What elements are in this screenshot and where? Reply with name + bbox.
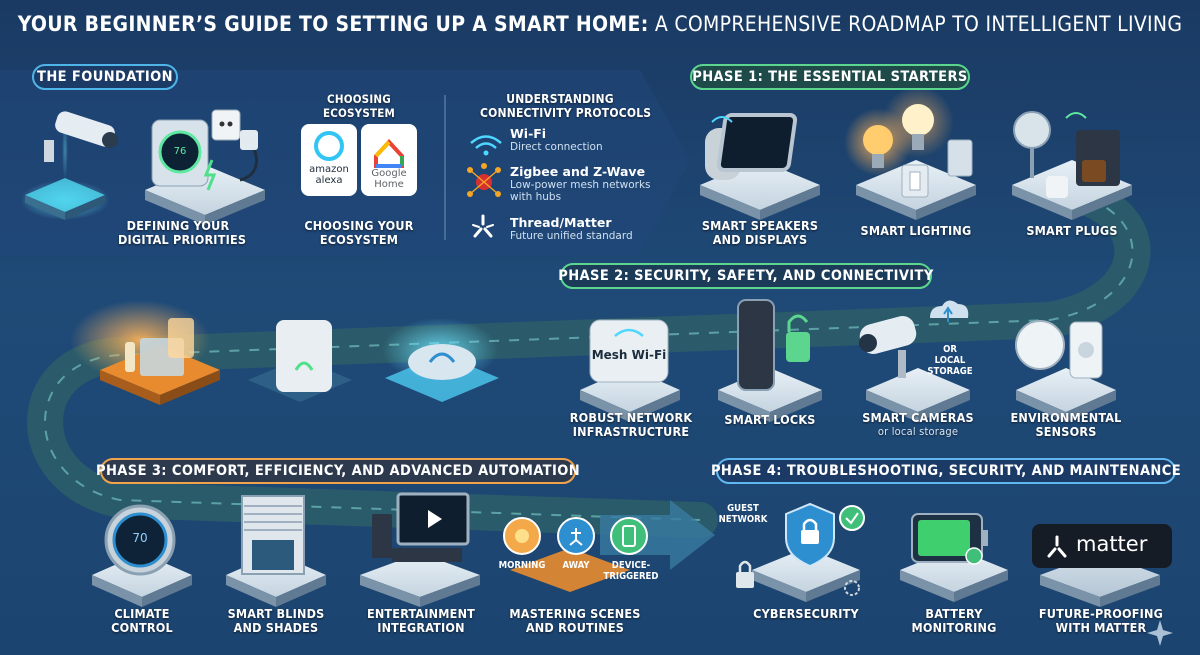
choosing-bottom-line1: CHOOSING YOUR — [304, 218, 414, 233]
network-line2: INFRASTRUCTURE — [572, 424, 690, 439]
future-line2: WITH MATTER — [1055, 620, 1147, 635]
entertainment-line1: ENTERTAINMENT — [366, 606, 476, 621]
local-text: LOCAL — [934, 355, 966, 366]
alexa-text-1: amazon — [309, 164, 349, 175]
protocol-wifi: Wi-Fi Direct connection — [510, 126, 603, 153]
label-future-proofing: FUTURE-PROOFING WITH MATTER — [1036, 607, 1166, 635]
alexa-text-2: alexa — [315, 175, 343, 186]
storage-text: STORAGE — [927, 366, 973, 377]
climate-line1: CLIMATE — [114, 606, 170, 621]
label-cybersecurity: CYBERSECURITY — [753, 606, 859, 621]
battery-line2: MONITORING — [911, 620, 997, 635]
network-line1: ROBUST NETWORK — [569, 410, 693, 425]
google-home-logo: Google Home — [361, 168, 417, 190]
or-text: OR — [943, 344, 957, 355]
thermostat-value: 76 — [173, 146, 187, 157]
protocol-zigbee-title: Zigbee and Z-Wave — [510, 164, 646, 179]
battery-line1: BATTERY — [925, 606, 983, 621]
mesh-text: Mesh — [591, 348, 628, 362]
protocols-heading-line1: UNDERSTANDING — [506, 92, 614, 106]
label-smart-plugs: SMART PLUGS — [1026, 223, 1118, 238]
speakers-line2: AND DISPLAYS — [712, 232, 808, 247]
page-title: YOUR BEGINNER’S GUIDE TO SETTING UP A SM… — [0, 12, 1200, 36]
protocol-wifi-title: Wi-Fi — [510, 126, 547, 141]
cameras-line1: SMART CAMERAS — [862, 410, 974, 425]
label-choosing-top: CHOOSING ECOSYSTEM — [309, 92, 409, 120]
sensors-line2: SENSORS — [1035, 424, 1097, 439]
label-climate-control: CLIMATE CONTROL — [82, 607, 202, 635]
choosing-bottom-line2: ECOSYSTEM — [319, 232, 399, 247]
title-light: A COMPREHENSIVE ROADMAP TO INTELLIGENT L… — [654, 12, 1183, 36]
routine-away: AWAY — [562, 560, 590, 571]
protocols-heading-line2: CONNECTIVITY PROTOCOLS — [480, 106, 652, 120]
label-digital-priorities: DEFINING YOUR DIGITAL PRIORITIES — [118, 218, 246, 247]
entertainment-line2: INTEGRATION — [377, 620, 465, 635]
routine-device-line1: DEVICE- — [611, 560, 651, 571]
label-choosing-ecosystem: CHOOSING YOUR ECOSYSTEM — [299, 219, 419, 247]
wifi-text: Wi-Fi — [631, 348, 667, 362]
label-scenes-routines: MASTERING SCENES AND ROUTINES — [500, 607, 650, 635]
guest-network-tag: GUEST NETWORK — [716, 503, 770, 525]
choosing-top-line2: ECOSYSTEM — [322, 106, 396, 120]
phase2-pill: PHASE 2: SECURITY, SAFETY, AND CONNECTIV… — [558, 263, 933, 289]
climate-line2: CONTROL — [111, 620, 173, 635]
speakers-line1: SMART SPEAKERS — [701, 218, 819, 233]
routine-device-line2: TRIGGERED — [603, 571, 659, 582]
mesh-wifi-text: Mesh Wi-Fi — [590, 348, 668, 362]
protocol-wifi-desc: Direct connection — [510, 141, 603, 153]
label-environmental-sensors: ENVIRONMENTAL SENSORS — [1006, 411, 1126, 439]
climate-thermostat-value: 70 — [132, 531, 148, 545]
cameras-sub: or local storage — [877, 425, 959, 438]
scenes-line1: MASTERING SCENES — [509, 606, 641, 621]
phase4-pill: PHASE 4: TROUBLESHOOTING, SECURITY, AND … — [711, 458, 1181, 484]
label-smart-cameras: SMART CAMERAS or local storage — [858, 411, 978, 439]
priorities-line1: DEFINING YOUR — [126, 218, 230, 233]
label-entertainment: ENTERTAINMENT INTEGRATION — [356, 607, 486, 635]
routine-device-triggered: DEVICE- TRIGGERED — [603, 560, 659, 582]
protocol-zigbee-desc1: Low-power mesh networks — [510, 179, 651, 191]
scenes-line2: AND ROUTINES — [525, 620, 625, 635]
blinds-line1: SMART BLINDS — [227, 606, 325, 621]
label-smart-lighting: SMART LIGHTING — [860, 223, 972, 238]
routine-morning: MORNING — [498, 560, 546, 571]
label-battery-monitoring: BATTERY MONITORING — [894, 607, 1014, 635]
label-smart-blinds: SMART BLINDS AND SHADES — [216, 607, 336, 635]
alexa-logo: amazon alexa — [301, 164, 357, 186]
phase3-pill: PHASE 3: COMFORT, EFFICIENCY, AND ADVANC… — [96, 458, 580, 484]
network-text: NETWORK — [718, 514, 768, 525]
matter-logo-text: matter — [1076, 532, 1148, 556]
or-local-storage-tag: OR LOCAL STORAGE — [920, 344, 980, 377]
label-network-infrastructure: ROBUST NETWORK INFRASTRUCTURE — [566, 411, 696, 439]
protocols-heading: UNDERSTANDING CONNECTIVITY PROTOCOLS — [480, 92, 651, 120]
label-smart-speakers: SMART SPEAKERS AND DISPLAYS — [700, 219, 820, 247]
protocol-thread: Thread/Matter Future unified standard — [510, 215, 633, 242]
guest-text: GUEST — [727, 503, 759, 514]
title-bold: YOUR BEGINNER’S GUIDE TO SETTING UP A SM… — [17, 12, 649, 36]
foundation-pill: THE FOUNDATION — [32, 64, 178, 90]
future-line1: FUTURE-PROOFING — [1038, 606, 1164, 621]
protocol-zigbee: Zigbee and Z-Wave Low-power mesh network… — [510, 164, 651, 203]
protocol-thread-title: Thread/Matter — [510, 215, 612, 230]
phase1-pill: PHASE 1: THE ESSENTIAL STARTERS — [690, 64, 970, 90]
label-smart-locks: SMART LOCKS — [724, 412, 816, 427]
blinds-line2: AND SHADES — [233, 620, 319, 635]
protocol-zigbee-desc2: with hubs — [510, 191, 562, 203]
choosing-top-line1: CHOOSING — [327, 92, 391, 106]
priorities-line2: DIGITAL PRIORITIES — [118, 232, 247, 247]
protocol-thread-desc: Future unified standard — [510, 230, 633, 242]
google-text-1: Google — [371, 168, 407, 179]
sensors-line1: ENVIRONMENTAL — [1010, 410, 1122, 425]
google-text-2: Home — [374, 179, 404, 190]
